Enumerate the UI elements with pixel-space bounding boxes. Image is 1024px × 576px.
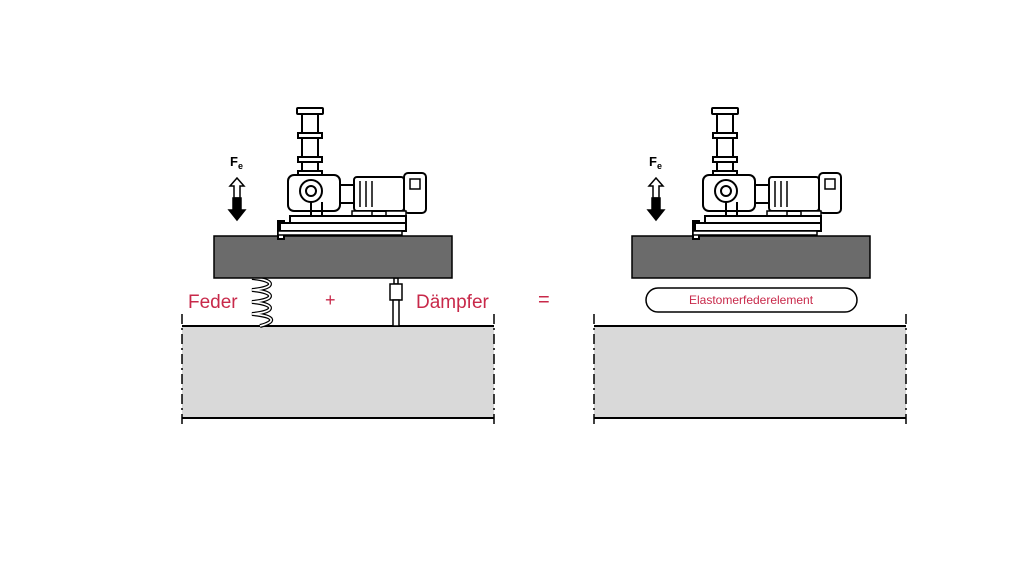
spring-icon [251, 276, 273, 328]
force-arrow-icon [228, 177, 246, 221]
spring-label: Feder [188, 292, 238, 313]
plus-sign: + [325, 290, 336, 310]
damper-label: Dämpfer [416, 292, 490, 313]
left-foundation-slab [213, 235, 453, 279]
pump-motor-icon [692, 107, 842, 240]
right-force-label: Fe [649, 154, 662, 171]
pump-motor-icon [277, 107, 427, 240]
left-force-label: Fe [230, 154, 243, 171]
right-ground-block [594, 326, 906, 418]
left-ground-block [182, 326, 494, 418]
elastomer-element-label: Elastomerfederelement [689, 293, 814, 307]
right-foundation-slab [631, 235, 871, 279]
force-arrow-icon [647, 177, 665, 221]
elastomer-element [645, 287, 858, 313]
equals-sign: = [538, 289, 550, 311]
damper-icon [389, 277, 403, 327]
